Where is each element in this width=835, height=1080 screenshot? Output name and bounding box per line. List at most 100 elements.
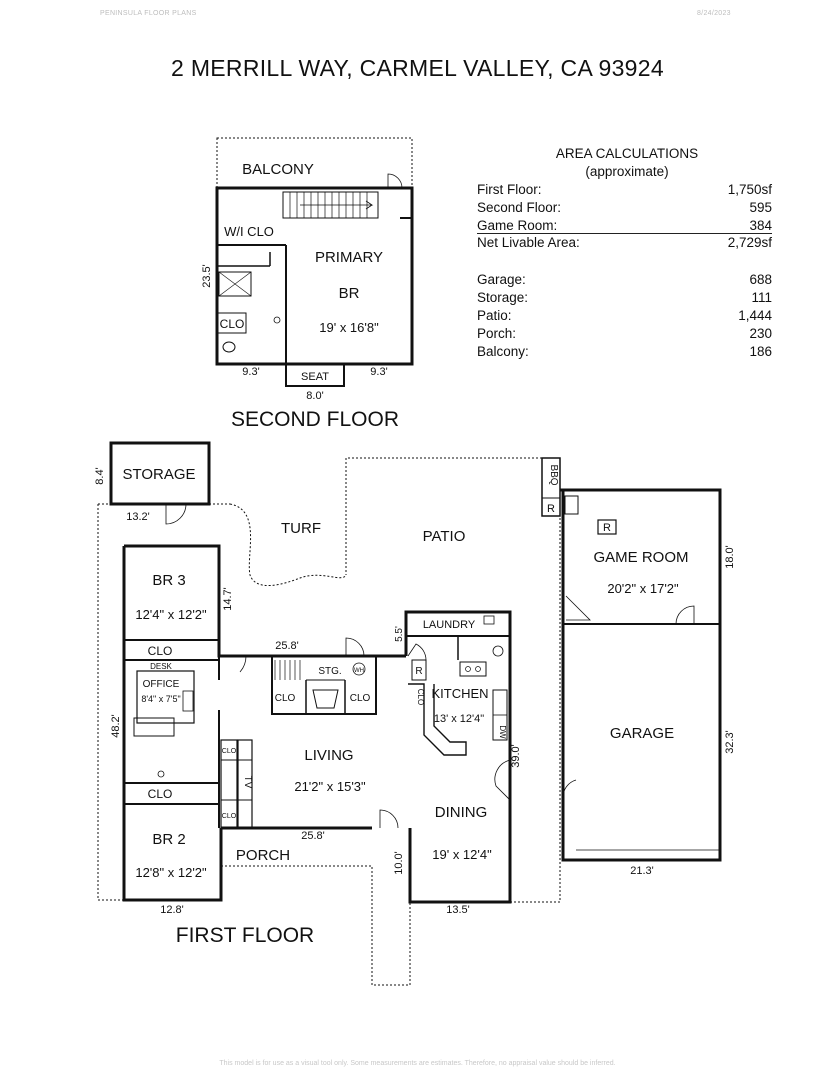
area-row: First Floor:1,750sf <box>477 182 772 197</box>
dim-label: 8.4' <box>94 467 106 484</box>
living-dimensions: 21'2" x 15'3" <box>294 779 366 794</box>
area-row: Balcony:186 <box>477 344 772 359</box>
office-box <box>136 670 195 724</box>
first-floor-labels: STORAGE TURF PATIO BBQ R R GAME ROOM 20'… <box>94 464 736 947</box>
brand-header: PENINSULA FLOOR PLANS <box>100 10 197 17</box>
desk-label: DESK <box>150 662 172 671</box>
sum-rule <box>477 233 772 234</box>
closet-label: CLO <box>148 787 173 801</box>
laundry-label: LAUNDRY <box>423 619 476 631</box>
area-row: Patio:1,444 <box>477 308 772 323</box>
porch-label: PORCH <box>236 847 290 864</box>
date-header: 8/24/2023 <box>697 10 731 17</box>
area-row: Garage:688 <box>477 272 772 287</box>
dining-dimensions: 19' x 12'4" <box>432 847 492 862</box>
house-wall-east <box>404 610 512 904</box>
fridge-label: R <box>547 503 555 515</box>
net-area-row: Net Livable Area:2,729sf <box>477 235 772 250</box>
water-heater-label: WH <box>354 668 364 674</box>
game-room-label: GAME ROOM <box>593 549 688 566</box>
second-floor-outline <box>215 186 414 366</box>
second-floor-plan <box>215 137 414 387</box>
br2-dimensions: 12'8" x 12'2" <box>135 865 207 880</box>
br3-dimensions: 12'4" x 12'2" <box>135 607 207 622</box>
closet-label: CLO <box>350 693 371 704</box>
dim-label: 32.3' <box>724 730 736 754</box>
area-title: AREA CALCULATIONS <box>555 146 699 161</box>
dim-label: 5.5' <box>394 626 405 642</box>
closet-label: CLO <box>222 748 237 755</box>
shower <box>218 271 252 297</box>
patio-label: PATIO <box>423 528 466 545</box>
closet-label: CLO <box>220 317 245 331</box>
kitchen-dimensions: 13' x 12'4" <box>434 713 484 725</box>
toilet-icon <box>222 341 236 353</box>
area-row: Game Room:384 <box>477 218 772 233</box>
house-wall-west <box>122 546 223 902</box>
dishwasher-label: DW <box>498 725 507 739</box>
turf-outline <box>229 503 347 587</box>
dim-right: 9.3' <box>370 366 387 378</box>
seat-box <box>285 363 345 387</box>
primary-dimensions: 19' x 16'8" <box>319 320 379 335</box>
area-row: Porch:230 <box>477 326 772 341</box>
dim-label: 21.3' <box>630 865 654 877</box>
primary-br-label: BR <box>339 285 360 302</box>
area-row: Storage:111 <box>477 290 772 305</box>
game-room-dimensions: 20'2" x 17'2" <box>607 581 679 596</box>
dim-label: 13.5' <box>446 904 470 916</box>
porch-outline <box>221 865 411 986</box>
closet-box <box>217 312 247 334</box>
balcony-label: BALCONY <box>242 161 314 178</box>
dim-label: 39.0' <box>510 744 522 768</box>
dim-label: 12.8' <box>160 904 184 916</box>
fridge-label: R <box>415 666 422 677</box>
dim-label: 25.8' <box>275 640 299 652</box>
stairs <box>282 191 379 219</box>
garage-label: GARAGE <box>610 725 674 742</box>
area-row: Second Floor:595 <box>477 200 772 215</box>
tv-label: TV <box>242 776 253 789</box>
first-floor-title: FIRST FLOOR <box>176 924 314 947</box>
living-label: LIVING <box>304 747 353 764</box>
page-title: 2 MERRILL WAY, CARMEL VALLEY, CA 93924 <box>171 55 664 81</box>
second-floor-title: SECOND FLOOR <box>231 408 399 431</box>
water-heater <box>352 662 366 676</box>
patio-outline <box>345 457 561 903</box>
game-room-garage-outline <box>560 488 722 862</box>
bbq <box>541 457 561 517</box>
dim-label: 25.8' <box>301 830 325 842</box>
turf-label: TURF <box>281 520 321 537</box>
bathtub <box>133 717 175 737</box>
closet-label: CLO <box>148 644 173 658</box>
balcony-outline <box>216 137 413 189</box>
dim-label: 18.0' <box>724 545 736 569</box>
fridge-label: R <box>603 522 611 534</box>
dining-label: DINING <box>435 804 488 821</box>
dim-label: 14.7' <box>222 587 234 611</box>
wi-closet-label: W/I CLO <box>224 224 274 239</box>
office-label: OFFICE <box>143 679 180 690</box>
br3-label: BR 3 <box>152 572 185 589</box>
dim-height: 23.5' <box>201 264 213 288</box>
second-floor-labels: BALCONY W/I CLO PRIMARY BR 19' x 16'8" C… <box>201 161 399 431</box>
primary-label: PRIMARY <box>315 249 383 266</box>
fireplace <box>312 689 339 709</box>
closet-label: CLO <box>275 693 296 704</box>
kitchen-label: KITCHEN <box>431 686 488 701</box>
storage-room <box>109 441 211 506</box>
bbq-label: BBQ <box>548 464 559 485</box>
dim-seat: 8.0' <box>306 390 323 402</box>
dim-label: 10.0' <box>393 851 405 875</box>
storage-closets <box>271 655 377 715</box>
seat-label: SEAT <box>301 371 329 383</box>
dim-label: 13.2' <box>126 511 150 523</box>
storage-small-label: STG. <box>318 666 341 677</box>
closet-label: CLO <box>416 689 425 705</box>
closet-label: CLO <box>222 813 237 820</box>
storage-label: STORAGE <box>122 466 195 483</box>
stair-arrow <box>300 200 374 210</box>
dim-label: 48.2' <box>110 714 122 738</box>
br2-label: BR 2 <box>152 831 185 848</box>
